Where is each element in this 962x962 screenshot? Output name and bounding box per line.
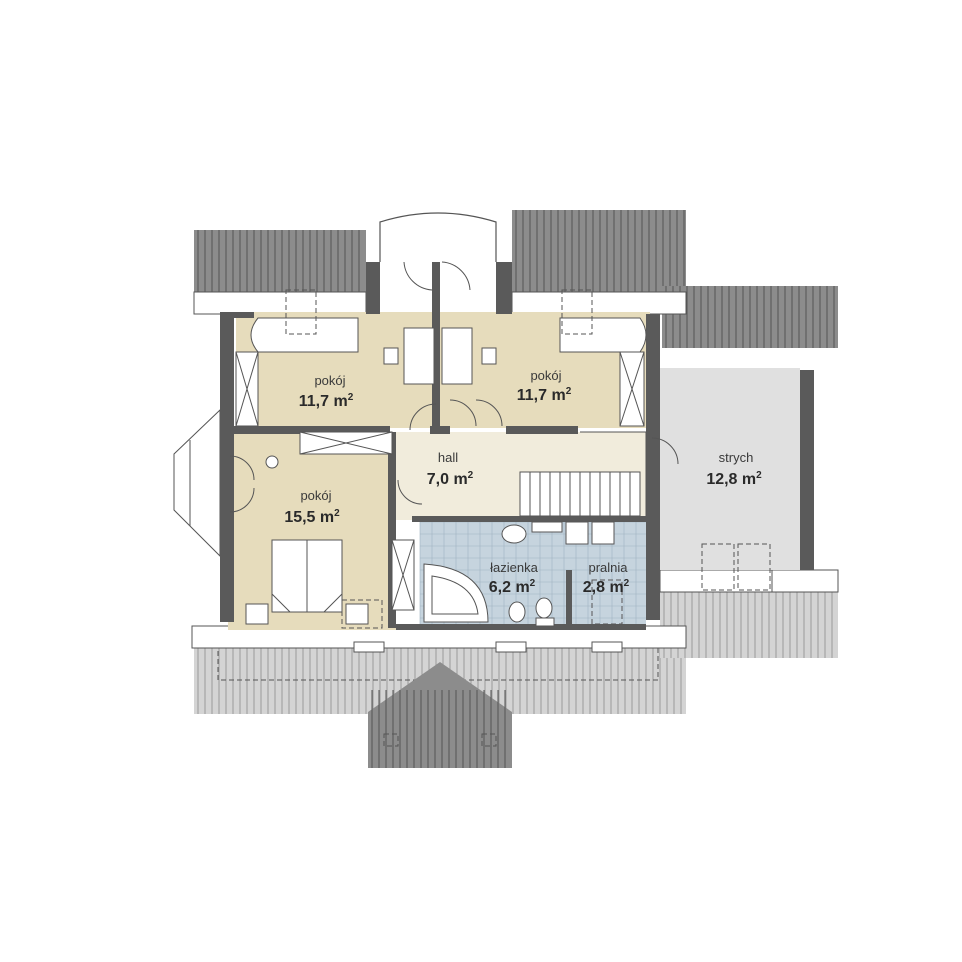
wardrobes: [235, 351, 645, 611]
left-bay-window: [173, 408, 221, 558]
bedroom-left-area: 11,7 m2: [299, 392, 354, 410]
walls: [220, 262, 814, 630]
roof-front-gable: [368, 662, 512, 768]
room-attic-fill: [660, 368, 800, 570]
bedroom-right-area: 11,7 m2: [517, 386, 572, 404]
roof-upper-right: [512, 210, 686, 292]
roof-upper-left: [194, 230, 366, 292]
top-bay-window: [379, 212, 497, 262]
bathroom-area: 6,2 m2: [489, 578, 536, 596]
bedroom-right-name: pokój: [530, 368, 561, 383]
desks: [383, 327, 497, 385]
laundry-name: pralnia: [588, 560, 628, 575]
roof-right-lower: [660, 588, 838, 658]
bathroom-fixtures: [423, 521, 623, 627]
attic-area: 12,8 m2: [706, 470, 762, 488]
hall-area: 7,0 m2: [427, 470, 474, 488]
attic-name: strych: [719, 450, 754, 465]
bedroom-left-name: pokój: [314, 373, 345, 388]
bedroom-large-name: pokój: [300, 488, 331, 503]
bathroom-name: łazienka: [490, 560, 538, 575]
bedroom-large-area: 15,5 m2: [284, 508, 340, 526]
stairs: [519, 431, 647, 517]
hall-name: hall: [438, 450, 458, 465]
laundry-area: 2,8 m2: [583, 578, 630, 596]
roof-right-strip: [662, 286, 838, 348]
double-bed: [245, 539, 383, 629]
doors: [229, 261, 679, 513]
